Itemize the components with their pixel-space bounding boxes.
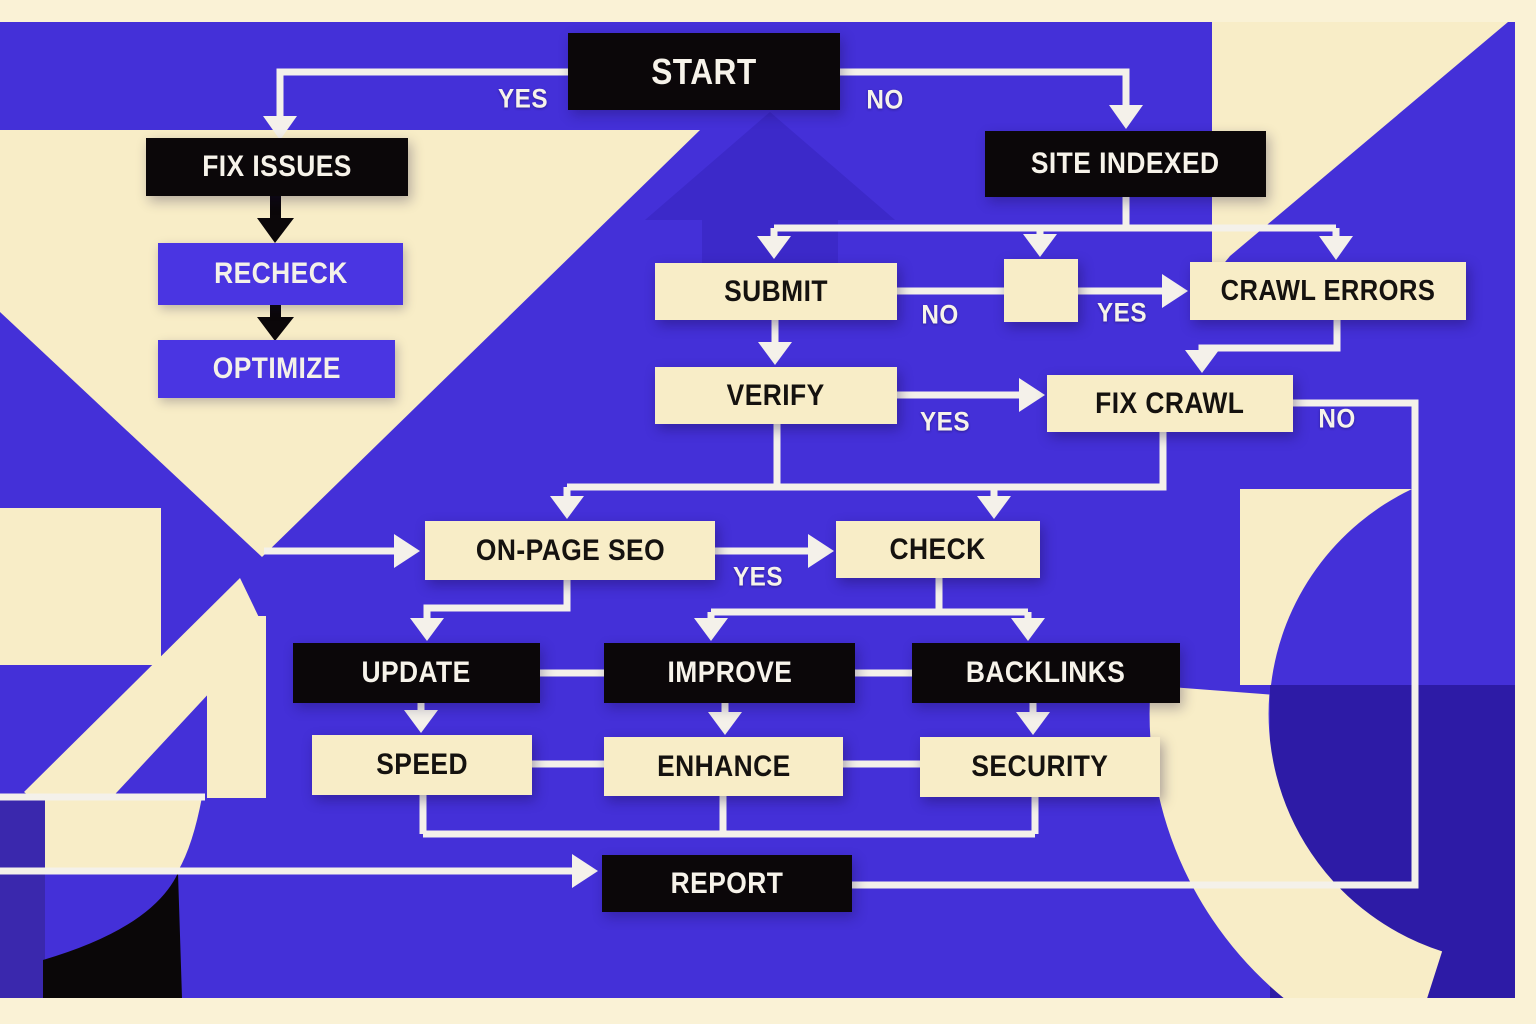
- node-fix-crawl: FIX CRAWL: [1047, 375, 1293, 432]
- node-enhance: ENHANCE: [604, 737, 843, 796]
- node-start: START: [568, 33, 840, 110]
- node-crawl-errors: CRAWL ERRORS: [1190, 262, 1466, 320]
- decor-wedge-top-right: [1212, 22, 1508, 278]
- edge-site-indexed-branches: [770, 197, 1340, 236]
- node-submit: SUBMIT: [655, 263, 897, 320]
- decor-wedge-right: [1240, 489, 1412, 685]
- node-fix-issues: FIX ISSUES: [146, 138, 408, 196]
- node-label-recheck: RECHECK: [213, 257, 348, 290]
- connector-lines: [0, 68, 1419, 889]
- edge-check-branches: [707, 578, 1032, 618]
- node-label-backlinks: BACKLINKS: [966, 656, 1126, 689]
- edge-label-text-yes-start: YES: [498, 83, 548, 114]
- node-on-page-seo: ON-PAGE SEO: [425, 521, 715, 580]
- decor-block-left: [0, 508, 161, 665]
- edge-row-drops: [417, 703, 1037, 712]
- node-label-submit: SUBMIT: [724, 274, 828, 308]
- node-label-verify: VERIFY: [726, 378, 825, 412]
- node-speed: SPEED: [312, 735, 532, 795]
- edge-crawl-errors-loop: [1198, 320, 1341, 352]
- node-label-enhance: ENHANCE: [656, 749, 791, 783]
- edge-label-no-fix-crawl: NO: [1316, 404, 1358, 435]
- node-label-improve: IMPROVE: [667, 656, 792, 689]
- node-backlinks: BACKLINKS: [912, 643, 1180, 703]
- connector-arrowheads: [263, 105, 1353, 888]
- node-update: UPDATE: [293, 643, 540, 703]
- edge-label-text-yes-verify: YES: [920, 406, 970, 437]
- node-label-security: SECURITY: [971, 750, 1109, 783]
- node-check: CHECK: [836, 521, 1040, 578]
- node-label-fix-crawl: FIX CRAWL: [1095, 386, 1245, 420]
- decor-margin-right: [1515, 22, 1536, 998]
- node-label-fix-issues: FIX ISSUES: [202, 150, 352, 183]
- decor-band-diagonal: [24, 578, 266, 834]
- decor-strip-vertical: [207, 616, 266, 798]
- edge-bottom-rail: [419, 795, 1039, 838]
- edge-mid-rail: [563, 424, 1167, 496]
- edge-label-text-yes-decision: YES: [1097, 297, 1147, 328]
- edge-start-yes: [276, 68, 568, 116]
- node-label-check: CHECK: [889, 532, 987, 566]
- edge-label-yes-start: YES: [495, 84, 551, 115]
- node-site-indexed: SITE INDEXED: [985, 131, 1266, 197]
- edge-label-text-no-submit: NO: [921, 299, 959, 330]
- edge-label-text-no-start: NO: [866, 84, 904, 115]
- decor-margin-top: [0, 0, 1536, 22]
- node-verify: VERIFY: [655, 367, 897, 424]
- node-label-site-indexed: SITE INDEXED: [1031, 147, 1220, 180]
- decor-margin-bottom: [0, 998, 1536, 1024]
- edge-label-text-yes-on-page: YES: [733, 561, 783, 592]
- node-label-update: UPDATE: [361, 656, 472, 689]
- edge-label-yes-decision: YES: [1094, 298, 1150, 329]
- decor-quarter-cream: [45, 797, 202, 871]
- node-label-report: REPORT: [670, 866, 784, 900]
- edge-label-text-no-fix-crawl: NO: [1318, 403, 1356, 434]
- node-label-optimize: OPTIMIZE: [212, 352, 341, 385]
- edge-label-no-submit: NO: [919, 300, 961, 331]
- decor-dark-column: [0, 800, 45, 1024]
- edge-label-yes-on-page: YES: [730, 562, 786, 593]
- node-security: SECURITY: [920, 737, 1160, 797]
- decor-quarter-black: [43, 873, 182, 998]
- edge-fix-crawl-no-loop: [852, 399, 1419, 889]
- node-recheck: RECHECK: [158, 243, 403, 305]
- node-improve: IMPROVE: [604, 643, 855, 703]
- edge-on-page-update: [423, 580, 571, 618]
- node-label-on-page-seo: ON-PAGE SEO: [475, 533, 665, 567]
- node-optimize: OPTIMIZE: [158, 340, 395, 398]
- node-label-crawl-errors: CRAWL ERRORS: [1220, 274, 1436, 307]
- edge-label-yes-verify: YES: [917, 407, 973, 438]
- black-arrows: [257, 196, 294, 341]
- node-label-start: START: [651, 50, 757, 92]
- edge-label-no-start: NO: [864, 85, 906, 116]
- edge-start-no: [840, 68, 1130, 105]
- node-report: REPORT: [602, 855, 852, 912]
- node-label-speed: SPEED: [376, 748, 468, 781]
- node-decision: [1004, 259, 1078, 322]
